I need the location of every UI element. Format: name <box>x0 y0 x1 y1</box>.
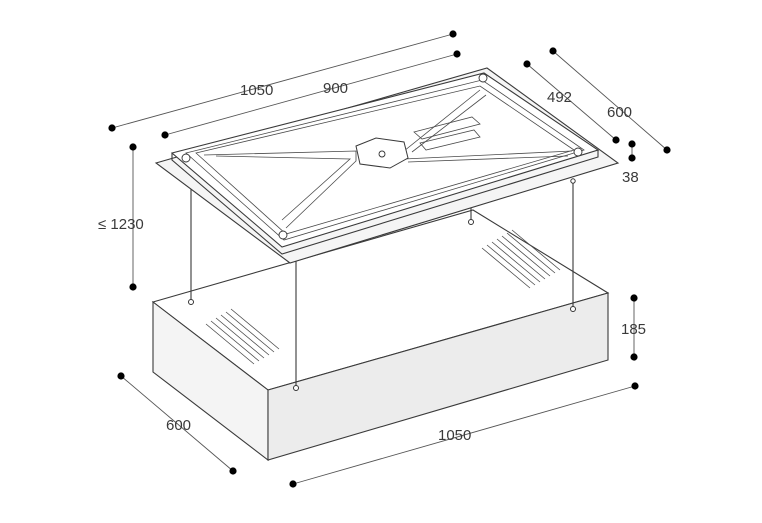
dim-hood-width: 1050 <box>438 427 471 444</box>
vent-slits-front <box>205 308 280 365</box>
dim-frame-depth: 492 <box>547 89 572 106</box>
vent-slits-rear <box>481 229 561 289</box>
dimension-lines <box>108 30 671 488</box>
dim-suspension-height: ≤ 1230 <box>98 216 144 233</box>
dimension-labels: 1050 900 492 600 38 ≤ 1230 185 600 1050 <box>98 80 646 444</box>
hood-side-face <box>267 292 609 461</box>
dim-ceiling-thickness: 38 <box>622 169 639 186</box>
dim-hood-height: 185 <box>621 321 646 338</box>
dim-ceiling-width: 1050 <box>240 82 273 99</box>
dim-ceiling-depth: 600 <box>607 104 632 121</box>
dim-frame-width: 900 <box>323 80 348 97</box>
ceiling-plate <box>154 67 620 264</box>
dim-hood-depth: 600 <box>166 417 191 434</box>
hood-body <box>151 209 610 462</box>
